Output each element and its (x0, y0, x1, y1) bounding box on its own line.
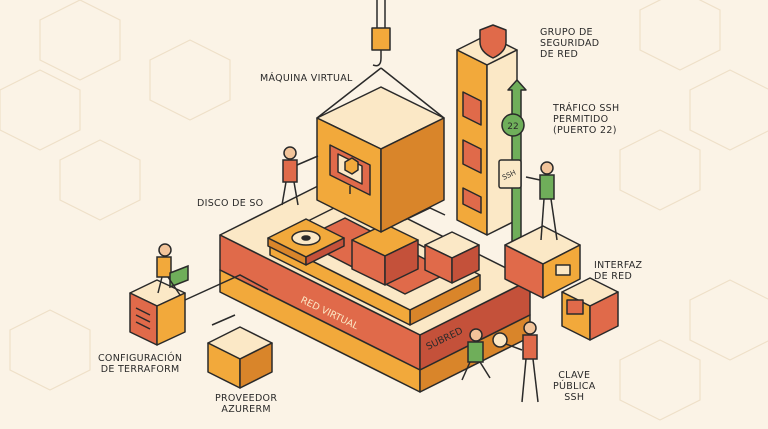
key-icon (492, 332, 523, 351)
worker-pointing (281, 146, 319, 206)
small-cube (351, 223, 419, 286)
small-cube-2 (424, 231, 480, 284)
virtual-machine-cube (316, 67, 445, 233)
network-device (561, 277, 619, 341)
terraform-label: CONFIGURACIÓN DE TERRAFORM (98, 353, 183, 375)
azurerm-provider-block (207, 326, 273, 389)
ssh-key-label: CLAVE PÚBLICA SSH (553, 370, 596, 403)
os-disk (267, 218, 345, 266)
nic-label: INTERFAZ DE RED (594, 260, 643, 282)
crane-hook-icon (371, 0, 391, 67)
laptop-icon (169, 264, 189, 289)
monitor-icon (329, 144, 371, 196)
terraform-block (129, 279, 186, 346)
nsg-label: GRUPO DE SEGURIDAD DE RED (540, 27, 600, 60)
os-disk-label: DISCO DE SO (197, 198, 264, 209)
ssh-traffic-arrow (498, 79, 527, 246)
worker-laptop (156, 243, 189, 296)
ssh-traffic-label: TRÁFICO SSH PERMITIDO (PUERTO 22) (553, 103, 620, 136)
workers-with-key (461, 321, 539, 403)
vm-label: MÁQUINA VIRTUAL (260, 73, 353, 84)
network-interface-block (504, 225, 581, 299)
shield-icon (479, 24, 507, 59)
port-22-mark: 22 (507, 122, 518, 132)
worker-climbing (525, 161, 558, 241)
connector-lines (184, 207, 446, 326)
provider-label: PROVEEDOR AZURERM (215, 393, 278, 415)
document-icon (135, 307, 151, 330)
